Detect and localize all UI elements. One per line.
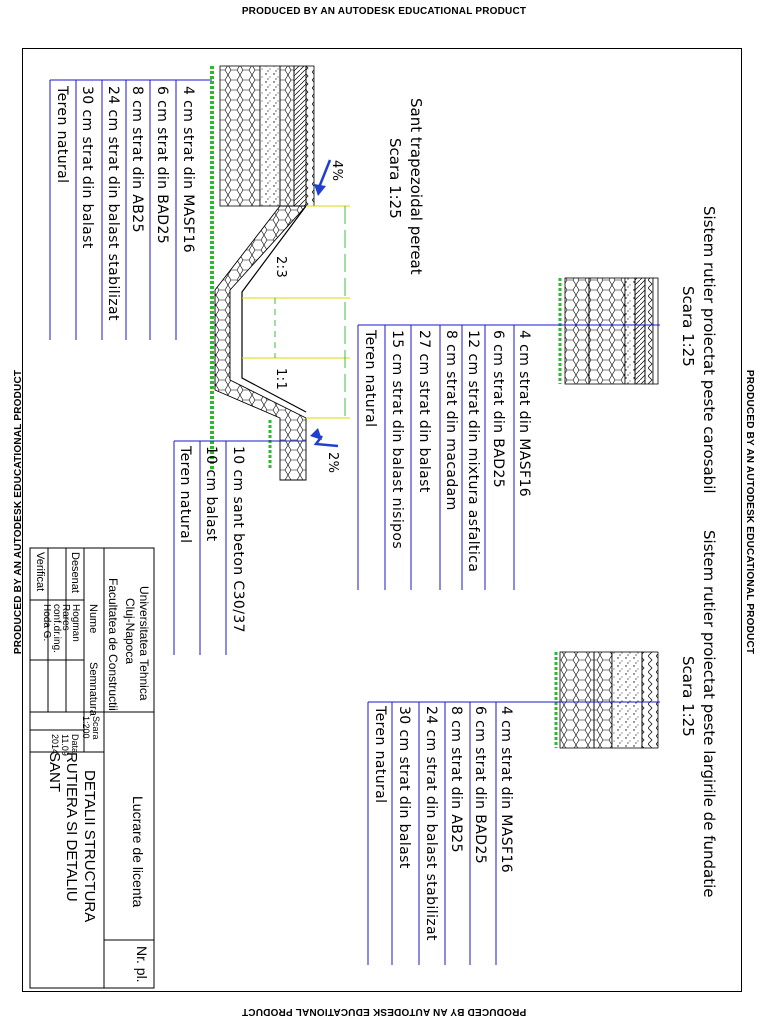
- carosabil-layer-2: 6 cm strat din BAD25: [490, 330, 506, 489]
- drawing-frame: [22, 48, 742, 992]
- sant-road-layer-3: 8 cm strat din AB25: [129, 86, 145, 233]
- structure-carosabil: [357, 277, 660, 590]
- carosabil-layer-1: 4 cm strat din MASF16: [516, 330, 532, 498]
- largiri-layer-4: 24 cm strat din balast stabilizat: [423, 706, 439, 941]
- tb-drawing-1: DETALII STRUCTURA: [81, 770, 98, 923]
- sant-road-layer-1: 4 cm strat din MASF16: [180, 86, 196, 254]
- carosabil-layer-7: Teren natural: [362, 330, 378, 428]
- tb-row-verificat: Verificat: [34, 552, 46, 592]
- sant-road-layer-2: 6 cm strat din BAD25: [154, 86, 170, 245]
- sant-slope-right: 2%: [325, 452, 340, 474]
- sant-ditch-layer-2: 10 cm balast: [203, 446, 219, 542]
- tb-desenat-name1: Hogman: [70, 604, 81, 642]
- carosabil-title: Sistem rutier proiectat peste carosabil: [700, 206, 718, 494]
- carosabil-layer-5: 27 cm strat din balast: [416, 330, 432, 493]
- largiri-layer-2: 6 cm strat din BAD25: [472, 706, 488, 865]
- tb-verificat-name2: Hoda G.: [41, 604, 52, 642]
- structure-largiri: [367, 651, 660, 965]
- largiri-title: Sistem rutier proiectat peste largirile …: [700, 530, 718, 898]
- tb-faculty: Facultatea de Constructii: [106, 578, 120, 711]
- tb-university-2: Cluj-Napoca: [123, 598, 137, 665]
- largiri-layer-1: 4 cm strat din MASF16: [498, 706, 514, 874]
- tb-row-desenat: Desenat: [69, 552, 81, 593]
- sant-ditch-layer-3: Teren natural: [177, 446, 193, 544]
- structure-sant: [49, 65, 350, 655]
- sant-slope-left: 4%: [329, 160, 344, 182]
- carosabil-layer-6: 15 cm strat din balast nisipos: [389, 330, 405, 550]
- tb-scara-label: Scara: [91, 716, 101, 740]
- tb-university-1: Universitatea Tehnica: [137, 586, 151, 701]
- title-block-frame: [29, 547, 155, 989]
- largiri-layer-3: 8 cm strat din AB25: [448, 706, 464, 853]
- tb-data-label: Data: [70, 734, 80, 754]
- sant-ditch-layer-1: 10 cm sant beton C30/37: [230, 446, 246, 633]
- carosabil-scale: Scara 1:25: [679, 286, 697, 367]
- sant-title: Sant trapezoidal pereat: [407, 98, 425, 275]
- carosabil-layer-4: 8 cm strat din macadam: [443, 330, 459, 511]
- tb-verificat-name1: conf.dr.ing.: [51, 604, 62, 653]
- sant-ratio-b: 1:1: [273, 368, 288, 391]
- sant-road-layer-6: Teren natural: [54, 86, 70, 184]
- watermark-top: PRODUCED BY AN AUTODESK EDUCATIONAL PROD…: [241, 6, 527, 17]
- carosabil-layer-3: 12 cm strat din mixtura asfaltica: [465, 330, 481, 573]
- tb-col-semnatura: Semnatura: [87, 662, 99, 716]
- largiri-scale: Scara 1:25: [679, 656, 697, 737]
- sant-road-layer-5: 30 cm strat din balast: [79, 86, 95, 249]
- tb-drawing-3: SANT: [46, 752, 63, 793]
- tb-project: Lucrare de licenta: [130, 796, 146, 908]
- sant-scale: Scara 1:25: [386, 138, 404, 219]
- largiri-layer-5: 30 cm strat din balast: [396, 706, 412, 869]
- tb-scara-value: 1:200: [81, 716, 91, 739]
- tb-col-nume: Nume: [87, 604, 99, 634]
- largiri-layer-6: Teren natural: [372, 706, 388, 804]
- sant-ratio-a: 2:3: [273, 256, 288, 279]
- sant-road-layer-4: 24 cm strat din balast stabilizat: [105, 86, 121, 321]
- tb-drawing-2: RUTIERA SI DETALIU: [63, 752, 80, 902]
- tb-sheet-no: Nr. pl.: [134, 946, 150, 983]
